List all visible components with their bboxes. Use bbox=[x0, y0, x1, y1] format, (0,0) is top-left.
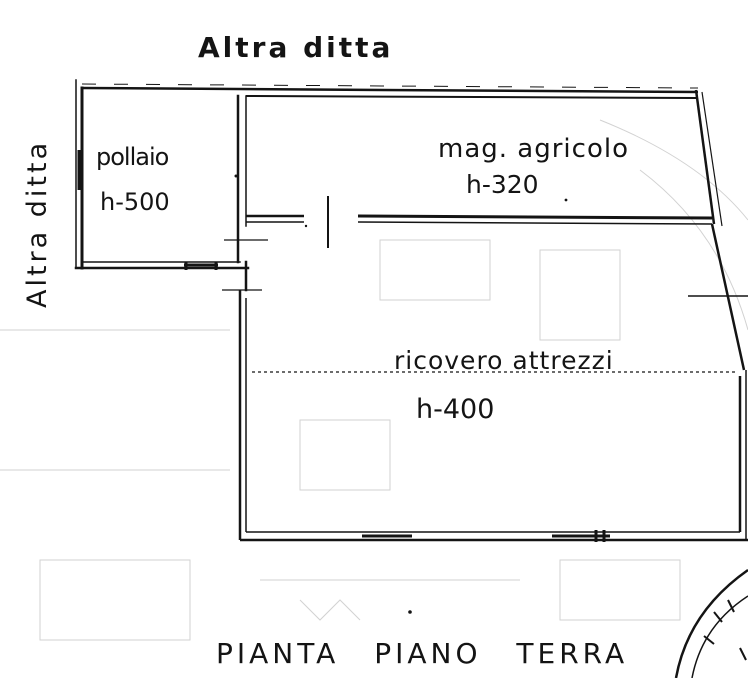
ricovero-windows bbox=[362, 530, 610, 542]
room-height-ricovero: h-400 bbox=[416, 394, 495, 425]
room-label-pollaio: pollaio bbox=[96, 143, 169, 171]
stray-marks bbox=[234, 174, 568, 614]
pollaio-window bbox=[184, 262, 218, 270]
magazzino-walls bbox=[245, 89, 723, 227]
plan-title: PIANTA PIANO TERRA bbox=[216, 637, 629, 670]
neighbor-label-top: Altra ditta bbox=[198, 31, 394, 64]
neighbor-label-left: Altra ditta bbox=[22, 139, 53, 308]
boundary-line-top bbox=[81, 83, 699, 94]
room-label-ricovero: ricovero attrezzi bbox=[394, 346, 614, 375]
stamp-seal bbox=[674, 568, 748, 678]
pollaio-walls bbox=[74, 79, 250, 292]
background-ghost-marks bbox=[0, 119, 748, 641]
ricovero-walls bbox=[222, 223, 748, 542]
room-label-magazzino: mag. agricolo bbox=[438, 134, 629, 164]
partition-wall bbox=[224, 196, 713, 248]
room-height-pollaio: h-500 bbox=[100, 188, 170, 216]
room-height-magazzino: h-320 bbox=[466, 170, 539, 199]
